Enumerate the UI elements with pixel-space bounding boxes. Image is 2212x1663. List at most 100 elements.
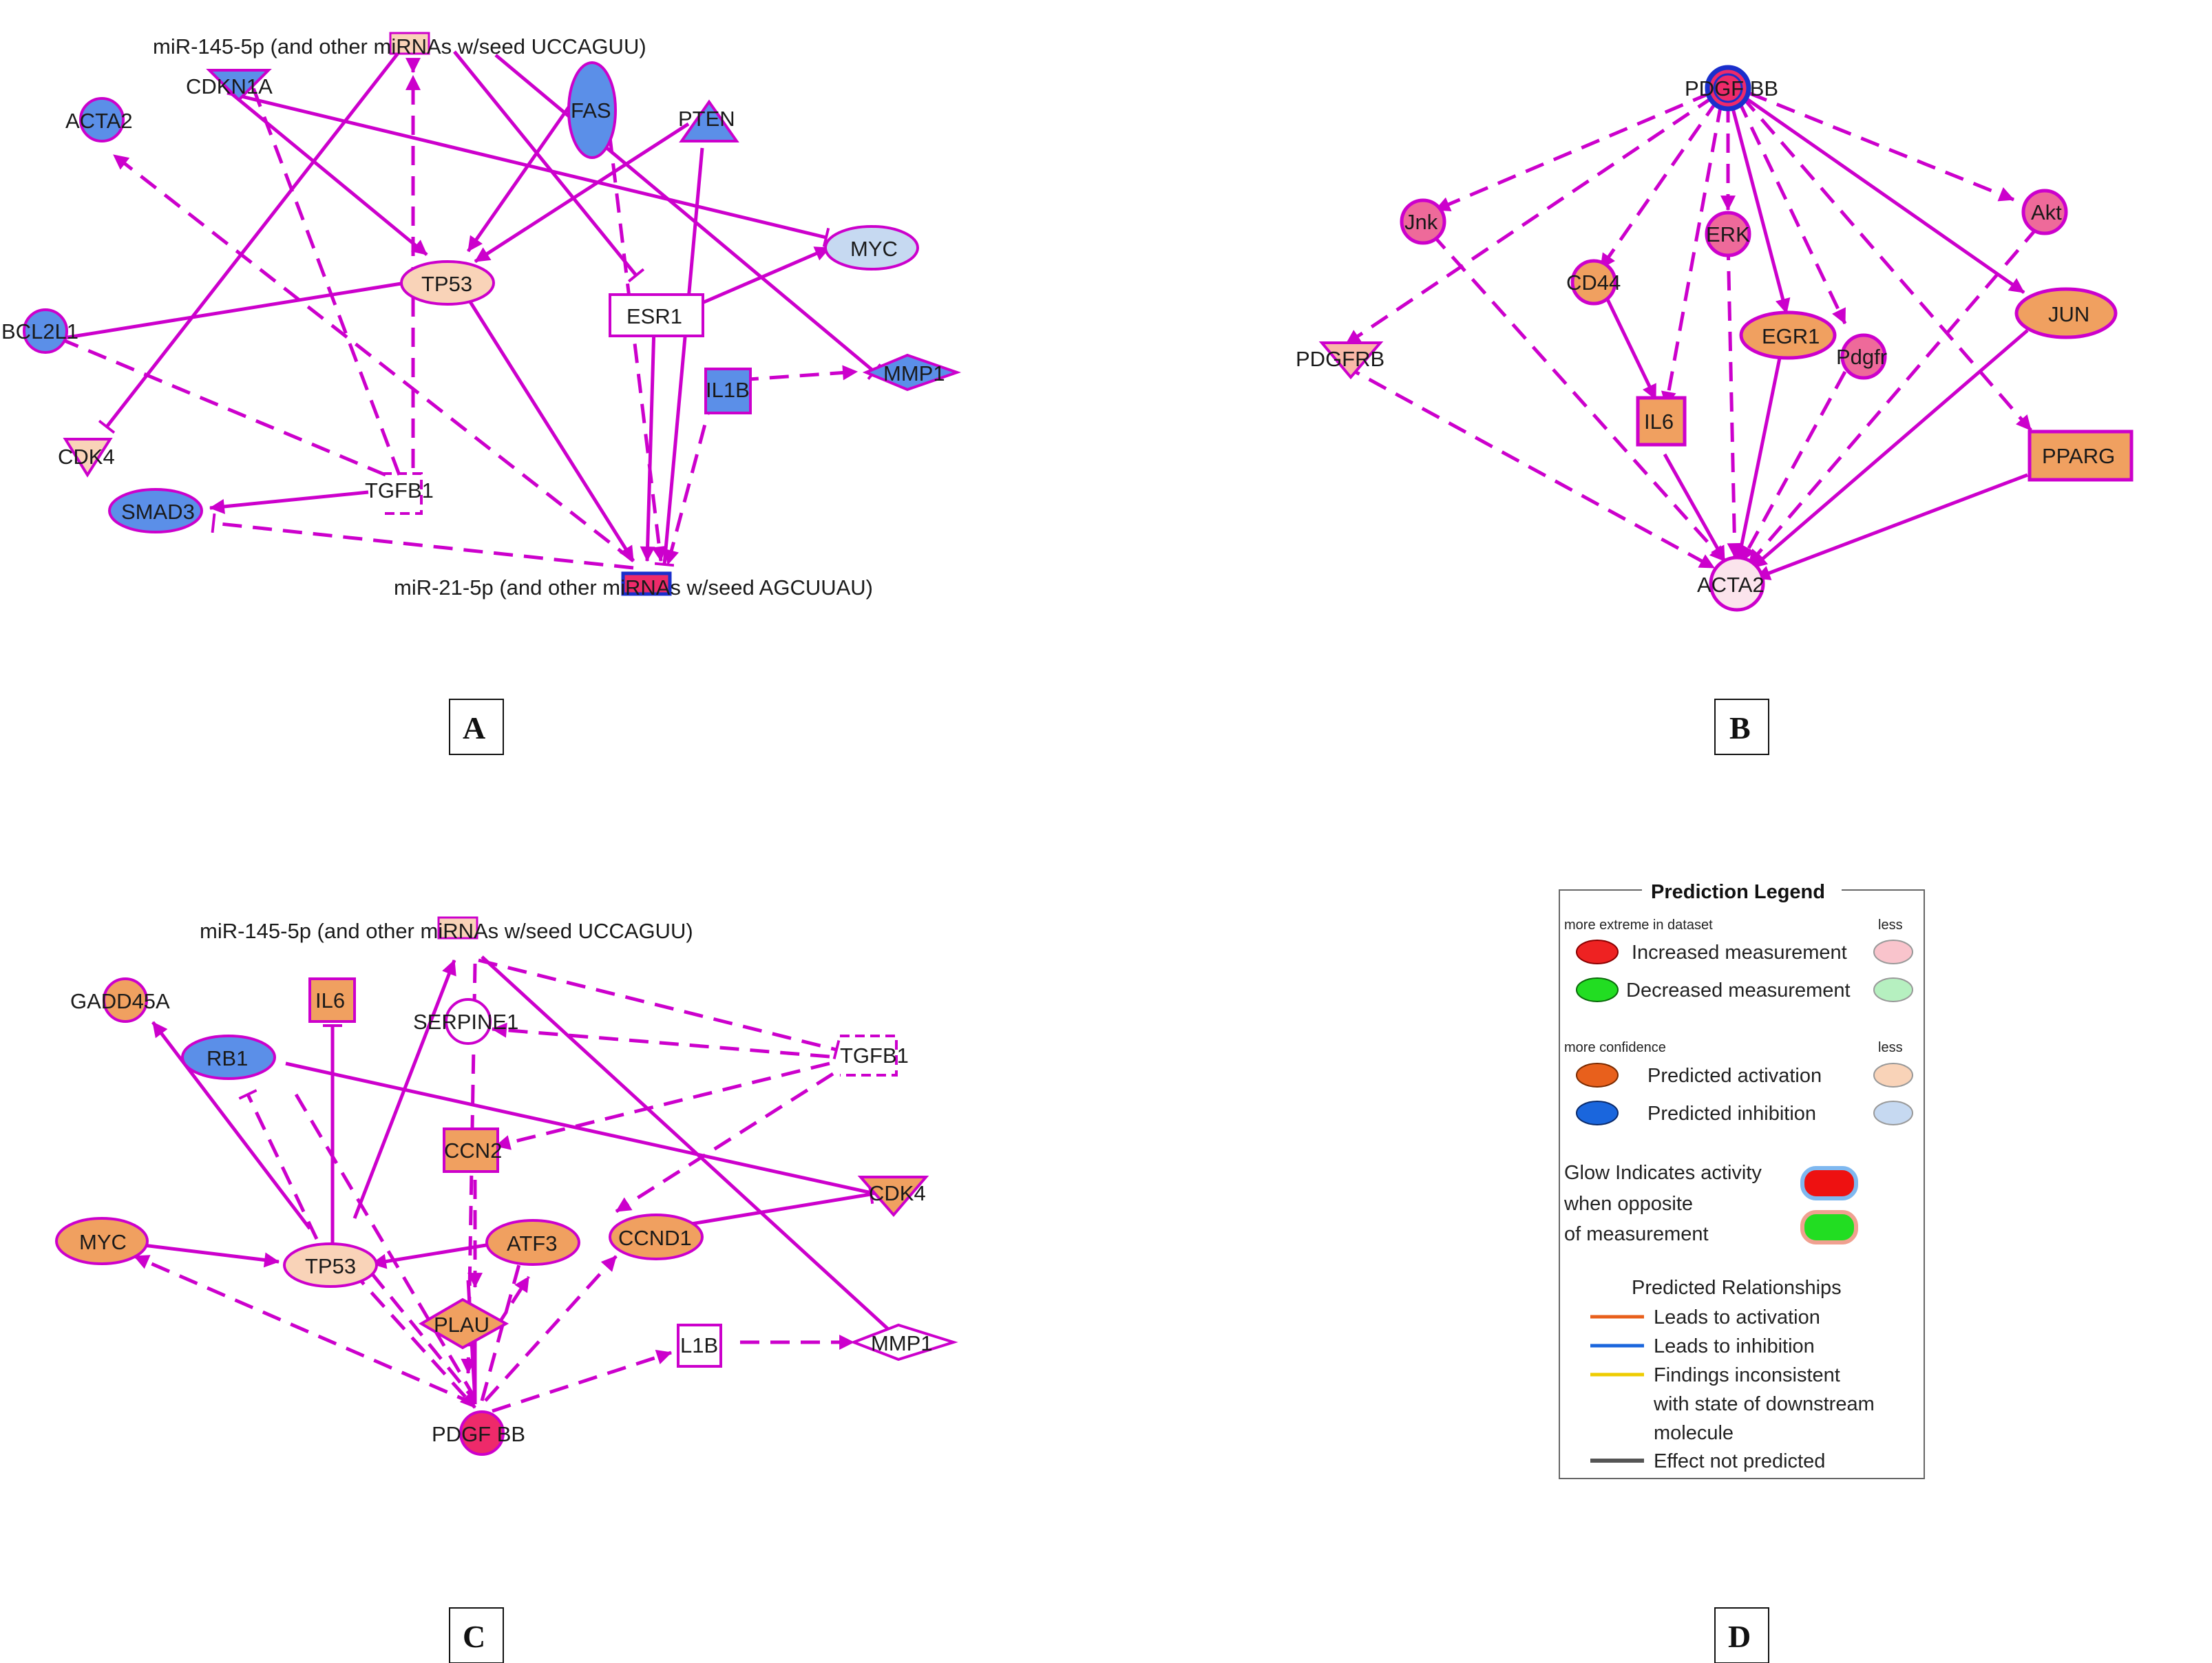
- node-b-cd44[interactable]: CD44: [1566, 259, 1621, 306]
- legend-rel-inhibition: Leads to inhibition: [1654, 1335, 1815, 1357]
- label-a-myc: MYC: [850, 237, 898, 261]
- label-c-ccnd1: CCND1: [618, 1226, 692, 1250]
- node-c-myc[interactable]: MYC: [55, 1217, 149, 1265]
- node-a-mir145[interactable]: miR-145-5p (and other miRNAs w/seed UCCA…: [153, 32, 646, 59]
- activation-swatch: [1576, 1063, 1619, 1088]
- node-b-erk[interactable]: ERK: [1705, 211, 1751, 257]
- legend-more-confidence: more confidence: [1564, 1040, 1666, 1055]
- node-b-pparg[interactable]: PPARG: [2027, 430, 2134, 482]
- label-a-tp53: TP53: [421, 272, 472, 296]
- decreased-light-swatch: [1873, 977, 1913, 1002]
- label-b-pdgfrb: PDGFRB: [1296, 347, 1384, 371]
- increased-swatch: [1576, 940, 1619, 964]
- legend-rel-activation: Leads to activation: [1654, 1306, 1820, 1328]
- glow-green-swatch: [1800, 1210, 1858, 1244]
- node-c-plau[interactable]: PLAU: [419, 1297, 509, 1350]
- label-c-atf3: ATF3: [507, 1231, 558, 1256]
- node-a-bcl2l1[interactable]: BCL2L1: [1, 308, 78, 354]
- label-b-egr1: EGR1: [1762, 324, 1820, 348]
- label-a-cdkn1a: CDKN1A: [186, 74, 273, 98]
- panel-b-edges: [1341, 91, 2039, 580]
- label-c-ccn2: CCN2: [444, 1138, 502, 1163]
- label-c-rb1: RB1: [207, 1046, 248, 1070]
- label-a-esr1: ESR1: [626, 304, 682, 328]
- inhibition-swatch: [1576, 1101, 1619, 1125]
- glow-red-swatch: [1800, 1166, 1858, 1200]
- legend-frame: [1559, 889, 1925, 1479]
- node-a-mmp1[interactable]: MMP1: [862, 353, 962, 392]
- node-c-tp53[interactable]: TP53: [283, 1242, 378, 1288]
- node-b-jnk[interactable]: Jnk: [1400, 198, 1446, 245]
- label-b-cd44: CD44: [1566, 271, 1621, 295]
- node-a-myc[interactable]: MYC: [824, 225, 919, 271]
- label-c-mmp1: MMP1: [871, 1331, 933, 1355]
- node-a-acta2[interactable]: ACTA2: [65, 97, 133, 142]
- node-c-cdk4[interactable]: CDK4: [857, 1176, 929, 1218]
- node-a-cdkn1a[interactable]: CDKN1A: [186, 69, 273, 102]
- legend-row-increased: Increased measurement: [1576, 940, 1913, 964]
- node-b-pdgfbb[interactable]: PDGF BB: [1685, 65, 1778, 112]
- node-b-jun[interactable]: JUN: [2014, 287, 2118, 339]
- label-c-myc: MYC: [79, 1230, 127, 1254]
- legend-glow-1: Glow Indicates activity: [1564, 1162, 1762, 1184]
- node-c-il6[interactable]: IL6: [308, 977, 356, 1023]
- node-b-egr1[interactable]: EGR1: [1739, 310, 1837, 360]
- label-a-mmp1: MMP1: [883, 361, 945, 385]
- node-c-pdgfbb[interactable]: PDGF BB: [432, 1410, 525, 1456]
- label-a-fas: FAS: [571, 98, 611, 123]
- label-b-erk: ERK: [1706, 222, 1750, 246]
- node-a-tgfb1[interactable]: TGFB1: [365, 472, 434, 515]
- node-c-mmp1[interactable]: MMP1: [850, 1323, 958, 1362]
- node-c-l1b[interactable]: L1B: [677, 1324, 722, 1368]
- node-b-pdgfrb[interactable]: PDGFRB: [1296, 341, 1384, 380]
- panel-b-nodes: PDGF BB Jnk ERK Akt CD44 PDGFRB: [1296, 65, 2134, 612]
- label-a-pten: PTEN: [678, 107, 735, 131]
- node-a-il1b[interactable]: IL1B: [704, 368, 752, 414]
- legend-decreased: Decreased measurement: [1626, 979, 1851, 1002]
- node-a-pten[interactable]: PTEN: [678, 99, 739, 142]
- legend-rel-inconsistent-3: molecule: [1654, 1422, 1734, 1444]
- label-b-pdgfbb: PDGF BB: [1685, 76, 1778, 100]
- node-a-cdk4[interactable]: CDK4: [58, 438, 115, 478]
- label-c-serpine1: SERPINE1: [413, 1010, 518, 1034]
- decreased-swatch: [1576, 977, 1619, 1002]
- node-a-smad3[interactable]: SMAD3: [108, 488, 203, 533]
- legend-inhibition: Predicted inhibition: [1647, 1103, 1816, 1125]
- increased-light-swatch: [1873, 940, 1913, 964]
- node-c-atf3[interactable]: ATF3: [485, 1219, 580, 1266]
- node-a-tp53[interactable]: TP53: [400, 260, 495, 306]
- node-a-esr1[interactable]: ESR1: [609, 293, 704, 337]
- legend-glow-3: of measurement: [1564, 1223, 1709, 1245]
- node-c-ccnd1[interactable]: CCND1: [609, 1214, 704, 1260]
- node-b-acta2[interactable]: ACTA2: [1697, 555, 1765, 612]
- legend-glow-2: when opposite: [1563, 1193, 1693, 1215]
- legend-rel-inconsistent-1: Findings inconsistent: [1654, 1364, 1840, 1386]
- node-a-fas[interactable]: FAS: [567, 61, 617, 159]
- label-a-bcl2l1: BCL2L1: [1, 319, 78, 343]
- node-c-serpine1[interactable]: SERPINE1: [413, 998, 518, 1045]
- node-c-tgfb1[interactable]: TGFB1: [840, 1035, 909, 1077]
- node-b-pdgfr[interactable]: Pdgfr: [1836, 333, 1887, 380]
- node-b-il6[interactable]: IL6: [1636, 396, 1687, 447]
- svg-text:D: D: [1728, 1619, 1751, 1654]
- label-c-l1b: L1B: [680, 1333, 718, 1357]
- node-b-akt[interactable]: Akt: [2021, 189, 2068, 235]
- node-a-mir21[interactable]: miR-21-5p (and other miRNAs w/seed AGCUU…: [394, 571, 873, 600]
- node-c-gadd45a[interactable]: GADD45A: [70, 977, 170, 1023]
- legend-activation: Predicted activation: [1647, 1065, 1822, 1087]
- node-c-mir145[interactable]: miR-145-5p (and other miRNAs w/seed UCCA…: [200, 916, 693, 943]
- label-a-mir21: miR-21-5p (and other miRNAs w/seed AGCUU…: [394, 575, 873, 600]
- node-c-rb1[interactable]: RB1: [181, 1035, 276, 1080]
- panel-c-nodes: miR-145-5p (and other miRNAs w/seed UCCA…: [55, 916, 958, 1456]
- node-c-ccn2[interactable]: CCN2: [443, 1127, 502, 1173]
- legend-row-decreased: Decreased measurement: [1576, 977, 1913, 1002]
- svg-text:C: C: [463, 1619, 485, 1654]
- svg-text:A: A: [463, 710, 485, 745]
- label-b-acta2: ACTA2: [1697, 573, 1765, 597]
- panel-d-legend: Prediction Legend more extreme in datase…: [1559, 878, 1925, 1663]
- legend-less-1: less: [1878, 918, 1903, 933]
- label-b-jun: JUN: [2048, 302, 2089, 326]
- panel-c-edges: [133, 955, 903, 1413]
- label-c-il6: IL6: [315, 988, 345, 1013]
- label-a-smad3: SMAD3: [121, 500, 195, 524]
